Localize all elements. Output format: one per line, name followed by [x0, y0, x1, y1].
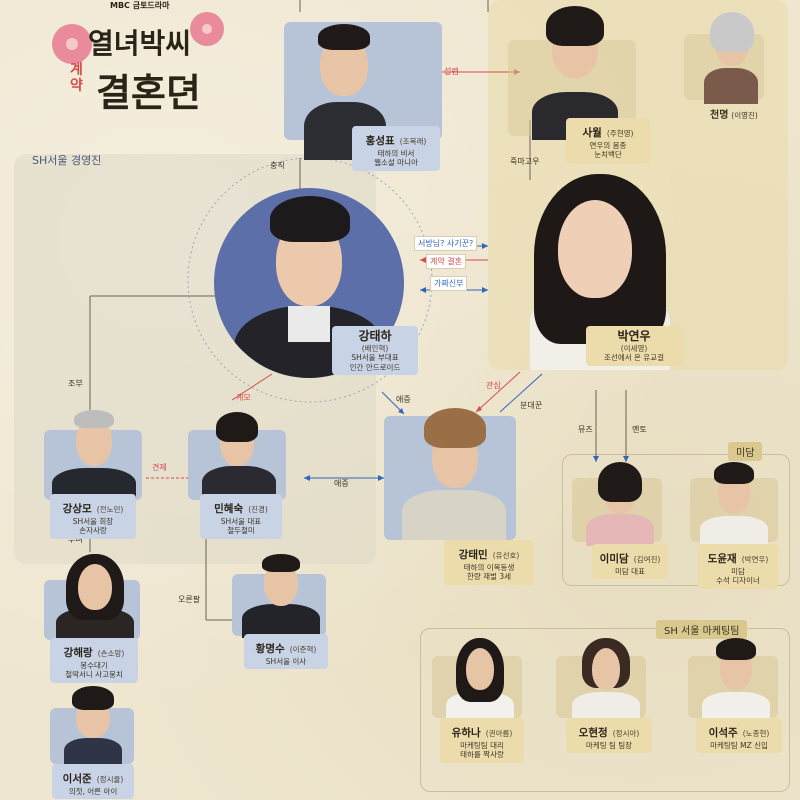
portrait — [694, 456, 774, 546]
portrait — [194, 404, 284, 504]
sh-executives-label: SH서울 경영진 — [32, 154, 102, 167]
name-card: 천명 (이영진) — [710, 110, 758, 121]
relation-aejeung-1: 애증 — [396, 395, 411, 404]
name-card: 오현정 (정시아) 마케팅 팀 팀장 — [566, 718, 652, 754]
relation-jukmagou: 죽마고우 — [510, 157, 540, 166]
relation-gyemo: 계모 — [236, 393, 251, 402]
name-card: 유하나 (권아름) 마케팅팀 대리 태하를 짝사랑 — [440, 718, 524, 763]
title-line1: 열녀박씨 — [88, 27, 192, 60]
name-card: 사월 (주현영) 연우의 몸종 눈치백단 — [566, 118, 650, 163]
portrait — [238, 546, 324, 638]
portrait — [696, 632, 776, 722]
relation-gyeonje: 견제 — [152, 463, 167, 472]
flower-right-icon — [190, 12, 224, 46]
name-card: 도윤재 (박연우) 미담 수석 디자이너 — [698, 544, 778, 589]
portrait — [46, 404, 142, 504]
relation-fake-bride: 가짜신부 — [430, 276, 468, 291]
portrait — [580, 456, 660, 546]
relation-bunyeo: 부녀 — [68, 535, 83, 544]
relation-contract: 계약 결혼 — [426, 254, 466, 269]
name-card: 강태하 (배인혁) SH서울 부대표 인간 안드로이드 — [332, 326, 418, 376]
name-card: 이미담 (김여진) 미담 대표 — [592, 544, 668, 580]
portrait — [566, 632, 646, 722]
name-card: 강해랑 (손소망) 봉수대기 철딱서니 사고뭉치 — [50, 638, 138, 683]
name-card: 황명수 (이준혁) SH서울 이사 — [244, 634, 328, 670]
relation-muse: 뮤즈 — [578, 425, 593, 434]
relation-gwansim: 관심 — [486, 381, 501, 390]
name-card: 박연우 (이세영) 조선에서 온 유교걸 — [586, 326, 682, 366]
midam-label: 미담 — [728, 442, 763, 461]
relation-jobu: 조부 — [68, 379, 83, 388]
portrait — [440, 632, 520, 722]
name-card: 이서준 (정시율) 의젓, 어른 아이 — [52, 764, 134, 800]
flower-left-icon — [52, 24, 92, 64]
name-card: 민혜숙 (진경) SH서울 대표 철두철미 — [200, 494, 282, 539]
relation-bundaegun: 분대꾼 — [520, 401, 543, 410]
midam-box — [562, 454, 790, 586]
portrait — [696, 8, 766, 104]
relation-seobang: 서방님? 사기꾼? — [414, 236, 478, 251]
marketing-box — [420, 628, 790, 792]
portrait — [520, 0, 630, 140]
portrait — [392, 400, 516, 540]
title-contract: 계약 — [70, 62, 83, 94]
relation-chungjik: 충직 — [270, 161, 285, 170]
relation-sulle: 설렘 — [444, 67, 459, 76]
name-card: 홍성표 (조복래) 태하의 비서 웹소설 마니아 — [352, 126, 440, 171]
portrait — [56, 680, 130, 768]
name-card: 강상모 (전노민) SH서울 회장 손자사랑 — [50, 494, 136, 539]
marketing-label: SH 서울 마케팅팀 — [656, 620, 748, 639]
name-card: 이석주 (노종현) 마케팅팀 MZ 신입 — [696, 718, 782, 754]
network-label: MBC 금토드라마 — [110, 1, 170, 10]
title-line2: 결혼뎐 — [96, 71, 201, 115]
relation-mentor: 멘토 — [632, 425, 647, 434]
relation-oreunpal: 오른팔 — [178, 595, 201, 604]
relation-aejeung-2: 애증 — [334, 479, 349, 488]
portrait — [52, 548, 138, 644]
name-card: 강태민 (유선호) 태하의 이복동생 한량 재벌 3세 — [444, 540, 534, 585]
